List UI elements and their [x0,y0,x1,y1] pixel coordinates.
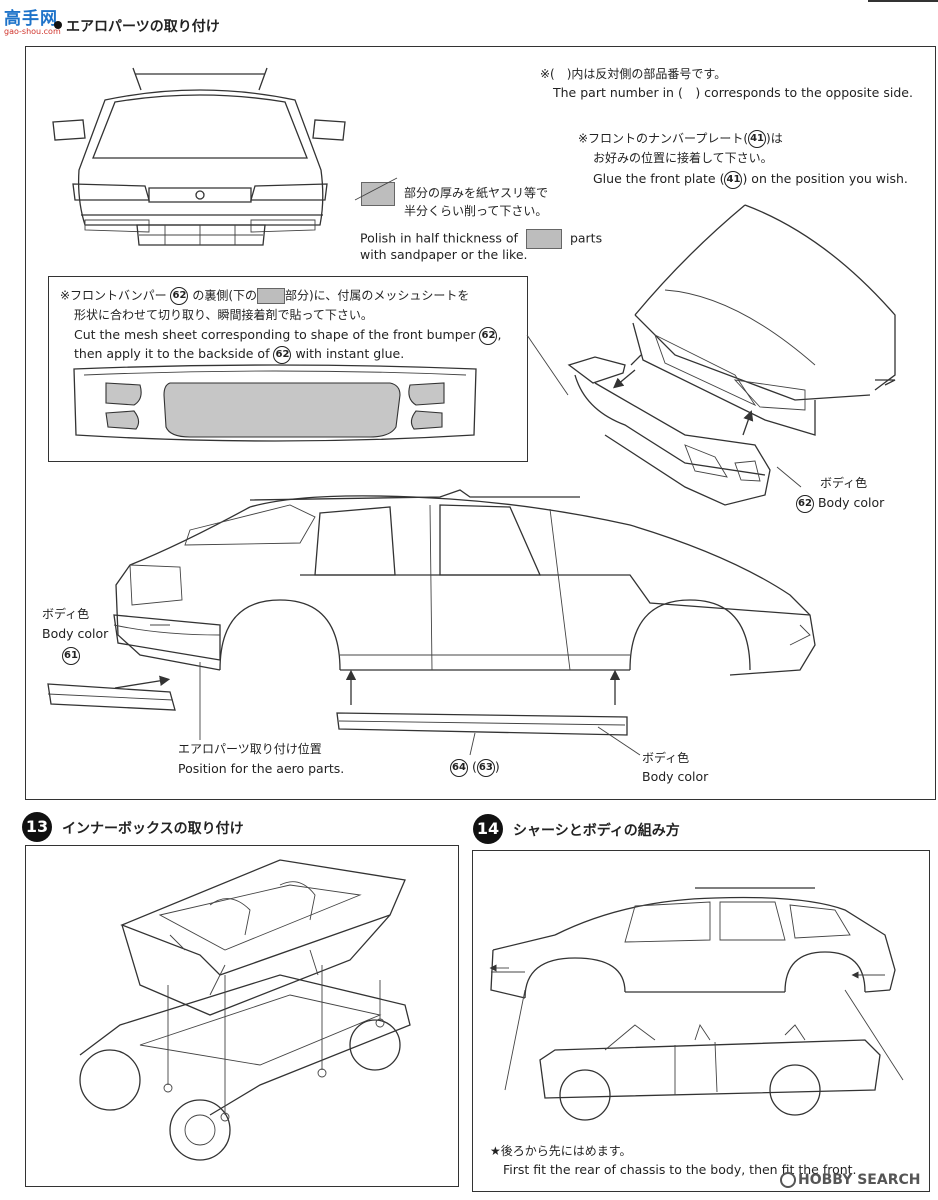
front-body-color-en: Body color [817,495,885,510]
front-body-color-jp: ボディ色 [820,476,868,490]
mesh-jp1-c: 部分)に、付属のメッシュシートを [285,288,470,303]
aero-position-en: Position for the aero parts. [178,761,345,776]
note-paren-en: The part number in ( ) corresponds to th… [553,85,913,100]
part-label-61: 61 [62,645,80,665]
polish-en1: Polish in half thickness of parts [360,229,602,249]
mesh-jp1-a: ※フロントバンパー [60,288,167,303]
step-14-badge: 14 [473,814,503,844]
part-number-63: 63 [476,758,495,777]
side-skirt-part [336,669,628,736]
step-14-panel [472,850,930,1192]
logo-subtext: gao-shou.com [4,27,61,36]
mesh-en2: then apply it to the backside of 62 with… [74,345,404,364]
note-plate-jp2: お好みの位置に接着して下さい。 [593,151,773,165]
polish-jp2: 半分くらい削って下さい。 [404,204,548,218]
polish-en1-a: Polish in half thickness of [360,230,518,246]
wagon-side-illustration [113,489,816,676]
part-number-41-b: 41 [724,170,743,189]
side-body-color-jp: ボディ色 [642,751,690,765]
mesh-swatch-inline [257,288,285,304]
inner-box-illustration [79,859,411,1161]
part-number-64: 64 [450,758,468,777]
mesh-en1: Cut the mesh sheet corresponding to shap… [74,326,501,345]
car-front-view-illustration [52,67,398,246]
watermark-text: HOBBY SEARCH [798,1172,921,1188]
site-logo: 高手网 gao-shou.com [4,4,66,36]
polish-swatch-inline [525,229,562,249]
chassis-body-illustration [489,887,904,1121]
step-13-title: インナーボックスの取り付け [62,821,244,837]
side-body-color-en: Body color [642,769,709,784]
part-number-41: 41 [748,130,767,148]
polish-jp1: 部分の厚みを紙ヤスリ等で [404,186,549,200]
note-plate-en: Glue the front plate (41) on the positio… [593,170,908,189]
polish-en1-b: parts [569,230,603,246]
mesh-jp2: 形状に合わせて切り取り、瞬間接着剤で貼って下さい。 [74,308,373,322]
side-part-label: 64 (63) [450,758,500,777]
logo-text: 高手网 [4,9,58,29]
step-13-badge: 13 [22,812,52,842]
aero-title-marker [54,21,62,29]
part-number-61: 61 [62,646,80,665]
rear-body-color-jp: ボディ色 [42,607,90,621]
note-plate-jp1: ※フロントのナンバープレート(41)は [578,130,783,148]
mesh-en1-a: Cut the mesh sheet corresponding to shap… [74,327,476,342]
mesh-jp1: ※フロントバンパー 62 の裏側(下の 部分)に、付属のメッシュシートを [60,287,469,305]
mesh-en1-b: , [497,327,502,342]
aero-section-title: エアロパーツの取り付け [66,19,220,35]
car-front-bumper-illustration [567,204,896,506]
bumper-backside-illustration [73,364,477,442]
note-plate-jp1-b: )は [766,131,783,146]
step-13-panel [25,845,459,1187]
mesh-en2-b: with instant glue. [295,346,405,361]
step-14-title: シャーシとボディの組み方 [513,823,680,839]
rear-skirt-part [47,662,201,740]
step-14-note-jp: ★後ろから先にはめます。 [490,1144,632,1158]
part-number-62-b: 62 [479,326,498,345]
polish-en2: with sandpaper or the like. [360,247,528,262]
front-part-label: 62 Body color [796,494,884,513]
note-plate-en-b: ) on the position you wish. [742,171,908,186]
aero-position-jp: エアロパーツ取り付け位置 [178,742,322,756]
mesh-jp1-b: の裏側(下の [192,288,257,303]
part-number-62-front: 62 [796,494,814,513]
top-rule [868,0,938,2]
hobby-search-watermark: HOBBY SEARCH [780,1172,920,1188]
note-plate-jp1-a: ※フロントのナンバープレート( [578,131,749,146]
mesh-en2-a: then apply it to the backside of [74,346,270,361]
note-plate-en-a: Glue the front plate ( [593,171,725,186]
step-14-note-en: First fit the rear of chassis to the bod… [503,1162,857,1177]
part-number-62: 62 [170,287,189,305]
note-paren-jp: ※( )内は反対側の部品番号です。 [540,67,727,81]
rear-body-color-en: Body color [42,626,109,641]
part-number-62-c: 62 [273,345,292,364]
watermark-icon [780,1172,796,1188]
